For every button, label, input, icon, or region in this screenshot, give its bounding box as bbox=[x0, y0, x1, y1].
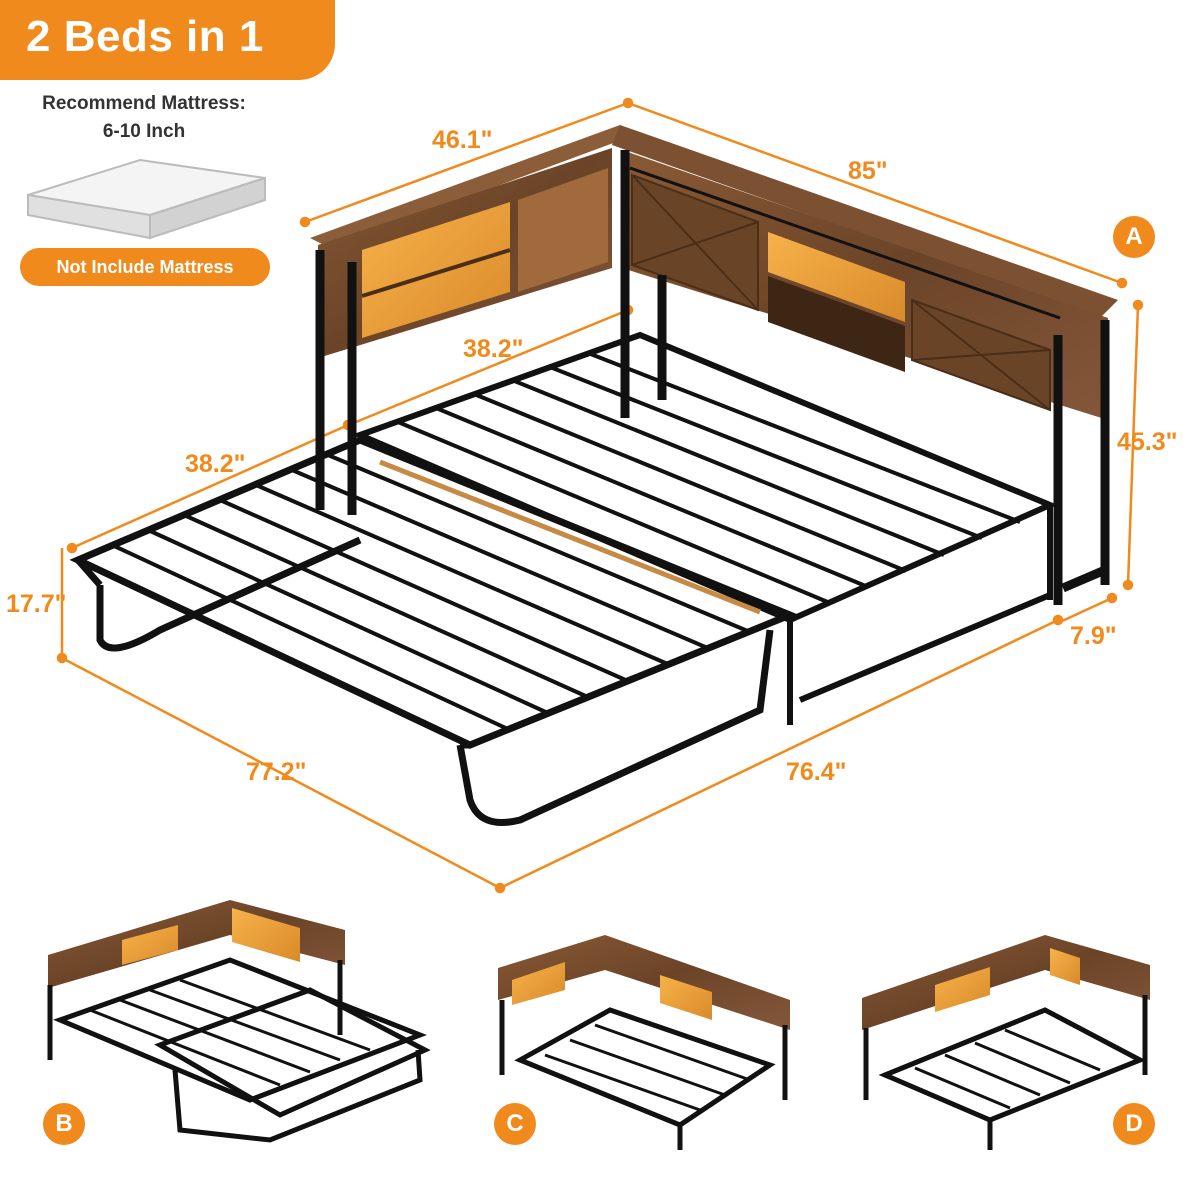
title: 2 Beds in 1 bbox=[26, 12, 264, 61]
dim-trundle-width: 38.2" bbox=[185, 450, 246, 478]
dim-side-length: 85" bbox=[848, 157, 888, 185]
view-d-illustration bbox=[862, 935, 1150, 1150]
recommend-line-1: Recommend Mattress: bbox=[42, 93, 246, 114]
main-bed bbox=[69, 125, 1118, 826]
recommend-line-2: 6-10 Inch bbox=[102, 121, 186, 142]
dim-inner-width: 38.2" bbox=[463, 335, 524, 363]
badge-view-c: C bbox=[494, 1103, 536, 1145]
view-c-illustration bbox=[498, 935, 790, 1150]
dim-leg-height: 7.9" bbox=[1070, 622, 1117, 650]
title-banner: 2 Beds in 1 bbox=[0, 0, 335, 80]
mattress-image bbox=[27, 158, 266, 240]
dim-trundle-length: 77.2" bbox=[246, 758, 307, 786]
dim-headboard-width: 46.1" bbox=[432, 126, 493, 154]
dim-trundle-height: 17.7" bbox=[6, 590, 67, 618]
view-b-illustration bbox=[47, 900, 431, 1143]
recommend-mattress-text: Recommend Mattress: 6-10 Inch bbox=[10, 90, 278, 146]
badge-view-a: A bbox=[1113, 216, 1155, 258]
badge-view-b: B bbox=[43, 1103, 85, 1145]
dim-total-height: 45.3" bbox=[1117, 428, 1178, 456]
dim-bed-length: 76.4" bbox=[786, 758, 847, 786]
badge-view-d: D bbox=[1113, 1103, 1155, 1145]
not-include-mattress-label: Not Include Mattress bbox=[20, 248, 270, 286]
